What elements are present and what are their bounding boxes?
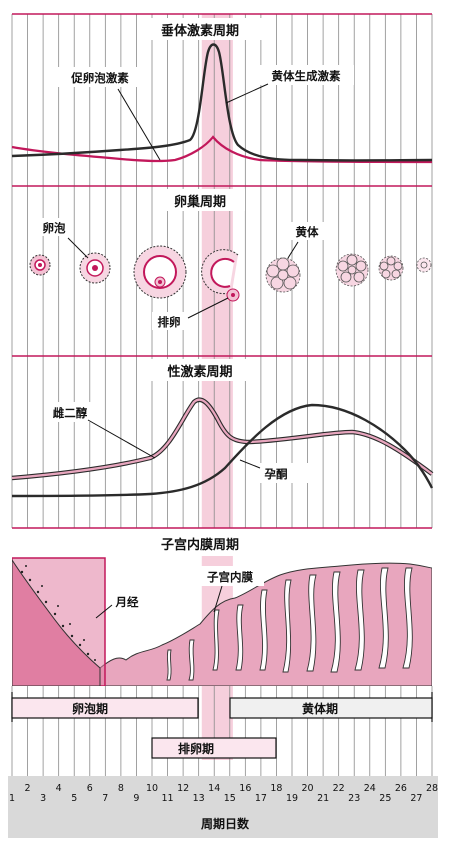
follicular-phase-label: 卵泡期 [72,701,108,716]
day-label: 14 [208,783,220,794]
day-label: 21 [317,793,329,804]
day-label: 5 [71,793,77,804]
corpus-luteum-3 [378,255,404,281]
estradiol-curve-fill [11,398,433,480]
pituitary-title: 垂体激素周期 [161,23,239,39]
endometrial-glands [166,567,413,681]
follicle-3 [133,245,187,299]
lh-label: 黄体生成激素 [272,69,341,83]
follicle-1 [29,254,51,276]
day-label: 1 [9,793,15,804]
ovulation-label: 排卵 [158,315,181,329]
follicle-pointer [67,237,89,259]
day-label: 28 [426,783,438,794]
follicle-label: 卵泡 [43,221,66,235]
endometrium-title: 子宫内膜周期 [161,537,239,553]
endometrium-label: 子宫内膜 [207,570,253,584]
day-label: 2 [25,783,31,794]
corpus-luteum-label: 黄体 [296,225,319,239]
day-label: 7 [102,793,108,804]
estradiol-pointer [87,419,156,459]
day-label: 11 [162,793,174,804]
day-label: 26 [395,783,407,794]
day-label: 24 [364,783,376,794]
ovulation-band [201,356,233,528]
day-axis: 1234567891011121314151617181920212223242… [8,776,438,838]
day-label: 9 [133,793,139,804]
ovulatory-phase-label: 排卵期 [178,741,214,756]
fsh-pointer [117,88,161,161]
day-label: 20 [302,783,314,794]
day-label: 16 [239,783,251,794]
progesterone-label: 孕酮 [265,467,288,481]
luteal-phase-label: 黄体期 [302,701,338,716]
progesterone-pointer [239,459,261,469]
corpus-albicans [416,257,432,273]
lh-curve [11,43,433,162]
day-label: 18 [270,783,282,794]
day-label: 17 [255,793,267,804]
day-label: 22 [333,783,345,794]
menses-pointer [95,604,113,619]
corpus-luteum-2 [335,253,369,287]
axis-title: 周期日数 [201,816,250,831]
phase-bars: 卵泡期 黄体期 排卵期 [11,692,433,759]
corpus-luteum-pointer [287,241,299,259]
fsh-label: 促卵泡激素 [70,71,129,85]
sex-hormone-title: 性激素周期 [167,364,232,380]
corpus-luteum-1 [265,257,301,293]
endometrium-pointer [213,585,223,613]
pituitary-section: 垂体激素周期 促卵泡激素 黄体生成激素 [11,18,433,164]
day-label: 15 [224,793,236,804]
endometrium-section: 子宫内膜周期 [12,532,432,686]
luteal-phase-bar [229,697,433,719]
follicular-phase-bar [11,697,199,719]
ovary-title: 卵巢周期 [174,194,226,210]
day-label: 4 [56,783,62,794]
ruptured-follicle [201,249,240,302]
sex-hormone-section: 性激素周期 雌二醇 孕酮 [11,359,434,498]
day-label: 3 [40,793,46,804]
day-label: 19 [286,793,298,804]
ovulatory-phase-bar [151,737,277,759]
menses-speckles [20,565,96,661]
menses-label: 月经 [115,595,139,609]
day-label: 25 [379,793,391,804]
ovulation-pointer [187,297,229,319]
menses-tissue [12,559,101,686]
estradiol-label: 雌二醇 [53,406,88,420]
day-label: 6 [87,783,93,794]
section-separators [12,13,432,529]
day-label: 23 [348,793,360,804]
day-label: 13 [193,793,205,804]
day-label: 8 [118,783,124,794]
day-label: 12 [177,783,189,794]
fsh-curve [11,135,433,164]
progesterone-curve [11,403,434,498]
day-label: 10 [146,783,158,794]
day-label: 27 [410,793,422,804]
follicle-2 [79,252,111,284]
ovary-section: 卵巢周期 [29,189,432,330]
ovulation-band [201,14,233,186]
lh-pointer [225,83,269,104]
